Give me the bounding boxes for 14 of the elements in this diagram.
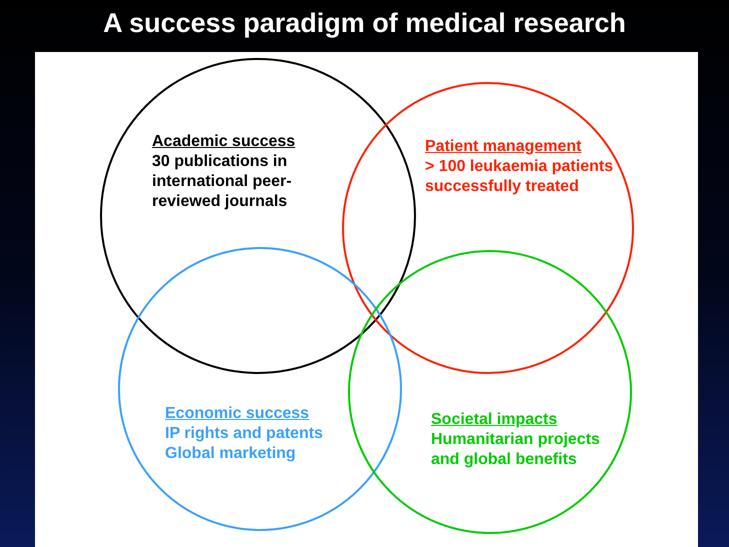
venn-circle [100, 58, 416, 374]
venn-circle [348, 250, 632, 534]
heading-text: Academic success [152, 132, 296, 152]
heading-text: Societal impacts [431, 410, 558, 430]
venn-circle [118, 247, 402, 531]
body-text: Humanitarian projects and global benefits [431, 430, 601, 470]
body-text: Global marketing [165, 444, 297, 464]
body-text: IP rights and patents [165, 424, 324, 444]
body-text: 30 publications in international peer-reviewed journals [152, 152, 293, 212]
heading-text: Patient management [425, 137, 582, 157]
heading-text: Economic success [165, 404, 310, 424]
title: A success paradigm of medical research [102, 8, 627, 39]
body-text: > 100 leukaemia patients successfully treated [425, 157, 614, 197]
venn-circle [342, 82, 634, 374]
